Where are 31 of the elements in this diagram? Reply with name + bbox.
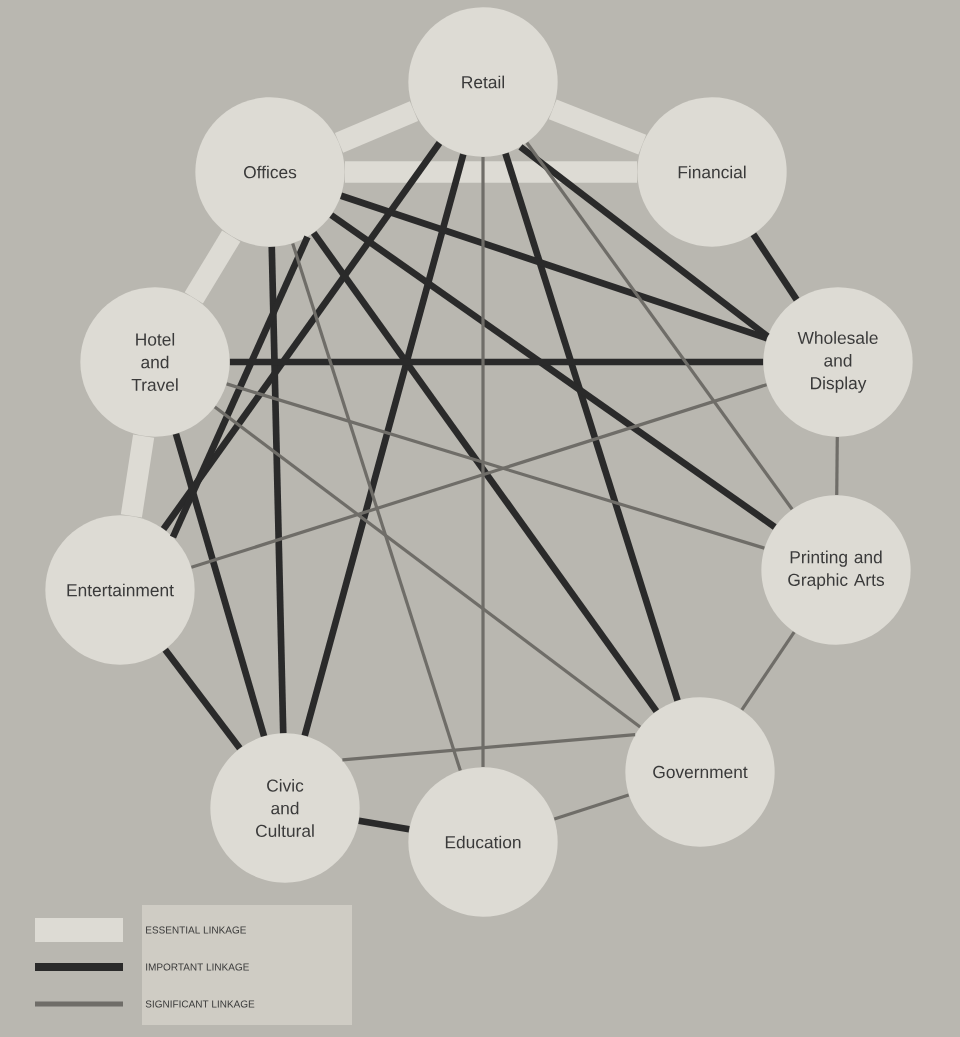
- linkage-line: [342, 732, 636, 762]
- linkage-band: [184, 230, 241, 304]
- linkage-line: [160, 141, 443, 531]
- linkage-line: [162, 647, 243, 751]
- linkage-line: [502, 152, 681, 702]
- linkage-line: [340, 192, 768, 342]
- linkage-line: [229, 358, 764, 366]
- legend-label: IMPORTANT LINKAGE: [146, 963, 249, 971]
- linkage-line: [291, 242, 462, 772]
- linkage-line: [213, 405, 642, 729]
- legend-label: ESSENTIAL LINKAGE: [146, 926, 246, 934]
- linkage-line: [190, 383, 768, 569]
- linkage-line: [268, 246, 287, 734]
- linkage-band: [120, 434, 155, 518]
- linkage-line: [740, 631, 796, 711]
- linkage-line: [358, 817, 410, 833]
- legend-label: SIGNIFICANT LINKAGE: [145, 1000, 255, 1008]
- linkage-line: [481, 156, 485, 768]
- linkage-line: [835, 436, 839, 496]
- linkage-line: [525, 141, 794, 511]
- linkage-line: [301, 153, 467, 737]
- linkage-line: [226, 382, 765, 550]
- linkage-line: [169, 235, 311, 539]
- linkage-line: [329, 212, 777, 530]
- linkage-line: [750, 232, 800, 302]
- linkage-band: [548, 99, 647, 155]
- linkage-line: [172, 433, 268, 737]
- linkage-line: [553, 793, 630, 821]
- linkage-band: [344, 161, 638, 183]
- linkage-line: [310, 230, 660, 714]
- linkage-band: [334, 101, 419, 153]
